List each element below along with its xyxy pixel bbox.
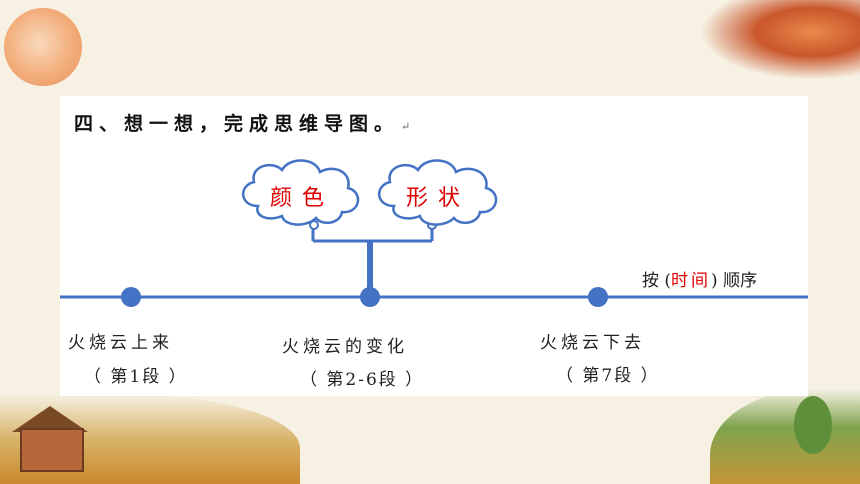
stage-title-1: 火烧云上来 — [68, 333, 173, 353]
sun-decoration — [4, 8, 82, 86]
return-mark: ↵ — [401, 120, 411, 133]
tree-decoration — [794, 396, 832, 454]
order-close-paren: ) — [711, 271, 718, 291]
cloud-label-color: 颜色 — [270, 186, 335, 211]
order-suffix: 顺序 — [723, 271, 758, 291]
worksheet-panel — [60, 96, 808, 396]
order-open-paren: ( — [664, 271, 672, 291]
cloud-shape-color — [242, 159, 360, 226]
order-prefix: 按 — [642, 271, 659, 291]
exercise-heading: 四、想一想，完成思维导图。↵ — [74, 109, 410, 136]
timeline-node-3 — [588, 287, 608, 307]
stage-segment-1: （ 第1段 ） — [84, 367, 188, 387]
timeline-node-2 — [360, 287, 380, 307]
order-answer: 时间 — [671, 271, 712, 291]
stage-title-2: 火烧云的变化 — [282, 337, 408, 357]
house-decoration — [20, 428, 84, 472]
cloud-label-shape: 形状 — [406, 186, 471, 211]
stage-title-3: 火烧云下去 — [540, 333, 645, 353]
stage-segment-3: （ 第7段 ） — [556, 366, 660, 386]
cloud-shape-shape — [378, 159, 498, 226]
heading-text: 四、想一想，完成思维导图。 — [74, 113, 400, 135]
stage-segment-2: （ 第2-6段 ） — [300, 370, 425, 390]
timeline-node-1 — [121, 287, 141, 307]
sunset-cloud-decoration — [700, 0, 860, 80]
house-roof-decoration — [12, 406, 88, 432]
order-label: 按 (时间) 顺序 — [642, 266, 757, 291]
